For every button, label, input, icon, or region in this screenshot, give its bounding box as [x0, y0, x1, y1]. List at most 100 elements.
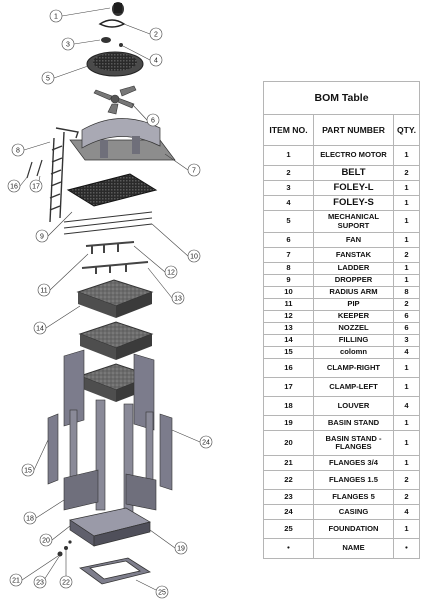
callout-number: 14: [36, 326, 44, 333]
flange-parts: [57, 540, 72, 557]
radius-arm-part: [63, 211, 153, 235]
qty-cell: •: [392, 538, 421, 559]
item-no-cell: 18: [263, 396, 314, 416]
qty-cell: 1: [392, 358, 421, 378]
item-no-cell: 4: [263, 195, 314, 211]
callout-number: 9: [40, 234, 44, 241]
qty-cell: 4: [392, 504, 421, 520]
exploded-assembly-drawing: 1234567891011121314151617181920212223242…: [7, 2, 213, 599]
part-number-cell: NOZZEL: [313, 322, 394, 335]
part-number-cell: FOUNDATION: [313, 519, 394, 539]
part-number-cell: FLANGES 1.5: [313, 470, 394, 490]
foley-s-part: [119, 43, 123, 47]
qty-cell: 2: [392, 247, 421, 263]
item-no-cell: 6: [263, 232, 314, 248]
qty-cell: 1: [392, 262, 421, 275]
part-number-cell: colomn: [313, 346, 394, 359]
part-number-cell: ELECTRO MOTOR: [313, 145, 394, 166]
callout-number: 25: [158, 590, 166, 597]
part-number-cell: FAN: [313, 232, 394, 248]
part-number-cell: RADIUS ARM: [313, 286, 394, 299]
callout-number: 6: [151, 118, 155, 125]
casing-panels: [47, 349, 173, 491]
item-no-cell: 10: [263, 286, 314, 299]
qty-cell: 4: [392, 396, 421, 416]
table-row: •NAME•: [263, 538, 421, 559]
part-number-cell: CLAMP-RIGHT: [313, 358, 394, 378]
fanstak-part: [69, 118, 176, 161]
electro-motor-part: [112, 2, 124, 16]
callout-number: 22: [62, 580, 70, 587]
item-no-cell: •: [263, 538, 314, 559]
qty-cell: 1: [392, 519, 421, 539]
callout-number: 8: [16, 148, 20, 155]
item-no-cell: 8: [263, 262, 314, 275]
part-number-cell: PIP: [313, 298, 394, 311]
part-number-cell: FANSTAK: [313, 247, 394, 263]
qty-cell: 2: [392, 470, 421, 490]
bom-title: BOM Table: [262, 81, 421, 115]
part-number-cell: BASIN STAND: [313, 415, 394, 431]
callout-number: 13: [174, 296, 182, 303]
part-number-cell: CLAMP-LEFT: [313, 377, 394, 397]
foley-l-part: [101, 37, 111, 43]
qty-cell: 8: [392, 286, 421, 299]
qty-cell: 1: [392, 232, 421, 248]
callout-number: 16: [10, 184, 18, 191]
callout-number: 24: [202, 440, 210, 447]
qty-cell: 2: [392, 298, 421, 311]
louver-part: [63, 469, 157, 511]
qty-cell: 2: [392, 165, 421, 181]
pip-keeper-nozzel-parts: [81, 241, 149, 274]
part-number-cell: DROPPER: [313, 274, 394, 287]
column-header-qty: QTY.: [392, 114, 421, 146]
part-number-cell: FILLING: [313, 334, 394, 347]
item-no-cell: 17: [263, 377, 314, 397]
callout-number: 19: [177, 546, 185, 553]
part-number-cell: FLANGES 5: [313, 489, 394, 505]
qty-cell: 6: [392, 322, 421, 335]
item-no-cell: 14: [263, 334, 314, 347]
item-no-cell: 13: [263, 322, 314, 335]
item-no-cell: 7: [263, 247, 314, 263]
part-number-cell: NAME: [313, 538, 394, 559]
callout-number: 11: [40, 288, 47, 295]
callout-number: 17: [32, 184, 40, 191]
qty-cell: 2: [392, 489, 421, 505]
callout-number: 12: [167, 270, 175, 277]
basin-stand-part: [69, 507, 151, 547]
fan-part: [93, 85, 137, 115]
item-no-cell: 21: [263, 455, 314, 471]
qty-cell: 1: [392, 377, 421, 397]
foundation-part: [79, 557, 152, 585]
dropper-part: [66, 173, 158, 207]
callout-number: 1: [54, 14, 58, 21]
item-no-cell: 12: [263, 310, 314, 323]
item-no-cell: 9: [263, 274, 314, 287]
part-number-cell: KEEPER: [313, 310, 394, 323]
qty-cell: 1: [392, 455, 421, 471]
callout-number: 7: [192, 168, 196, 175]
item-no-cell: 22: [263, 470, 314, 490]
callout-number: 5: [46, 76, 50, 83]
item-no-cell: 19: [263, 415, 314, 431]
item-no-cell: 5: [263, 210, 314, 233]
belt-part: [98, 19, 126, 28]
qty-cell: 1: [392, 430, 421, 456]
item-no-cell: 16: [263, 358, 314, 378]
part-number-cell: FOLEY-S: [313, 195, 394, 211]
